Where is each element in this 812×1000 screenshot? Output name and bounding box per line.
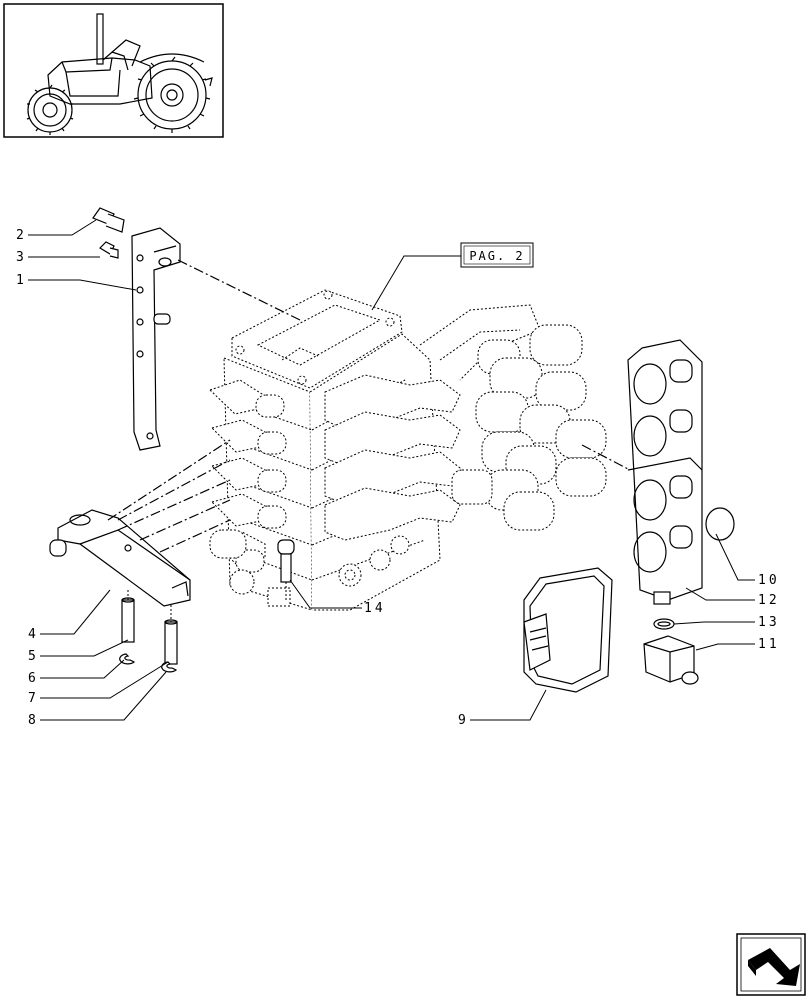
callout-10: 10	[758, 573, 780, 588]
callout-4: 4	[28, 627, 39, 642]
callout-7: 7	[28, 691, 39, 706]
next-page-arrow-icon[interactable]	[736, 933, 806, 996]
dust-cap-part-10[interactable]	[705, 507, 735, 541]
page-reference-label: PAG. 2	[469, 249, 524, 263]
control-valve-block	[209, 289, 607, 611]
lever-support-part-4[interactable]	[49, 509, 191, 607]
screw-part-3[interactable]	[99, 241, 119, 259]
bolt-part-2[interactable]	[92, 207, 125, 233]
callout-12: 12	[758, 593, 780, 608]
tractor-thumbnail-icon[interactable]	[3, 3, 224, 138]
frame-part-9[interactable]	[523, 567, 613, 693]
page-reference-tag[interactable]: PAG. 2	[371, 242, 534, 311]
bolt-part-14[interactable]	[277, 539, 295, 583]
fitting-part-11[interactable]	[643, 635, 699, 685]
callout-14: 14	[364, 601, 386, 616]
callout-6: 6	[28, 671, 39, 686]
bracket-part-1[interactable]	[131, 227, 181, 451]
callout-11: 11	[758, 637, 780, 652]
circlip-part-6[interactable]	[119, 653, 136, 665]
coupler-holder-part-12[interactable]	[627, 339, 703, 605]
callout-labels: 2 3 1 4 5 6 7 8 9 10 12 13 11 14	[16, 228, 780, 728]
callout-3: 3	[16, 250, 27, 265]
leader-lines	[28, 219, 755, 721]
callout-2: 2	[16, 228, 27, 243]
pin-part-7[interactable]	[164, 619, 178, 665]
pin-part-5[interactable]	[121, 597, 135, 643]
callout-1: 1	[16, 273, 27, 288]
quick-coupler-group	[451, 324, 607, 531]
callout-9: 9	[458, 713, 469, 728]
assembly-lines	[107, 259, 631, 622]
callout-13: 13	[758, 615, 780, 630]
callout-8: 8	[28, 713, 39, 728]
callout-5: 5	[28, 649, 39, 664]
o-ring-part-13[interactable]	[653, 618, 675, 630]
